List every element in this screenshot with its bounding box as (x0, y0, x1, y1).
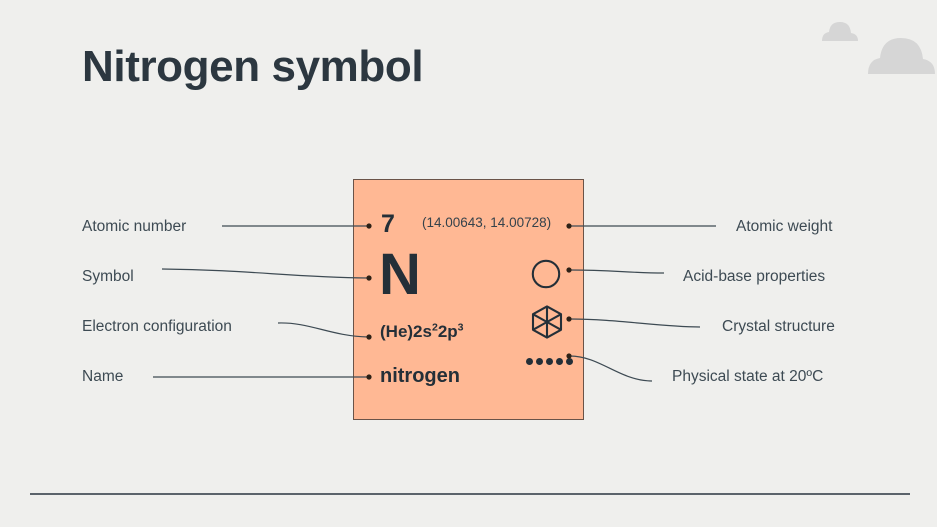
gas-dot (546, 358, 553, 365)
electron-config-base-1: (He)2s (380, 322, 432, 341)
five-dots-gas-icon (526, 352, 573, 370)
label-physical-state: Physical state at 20ºC (672, 368, 824, 385)
hexagon-crystal-icon (531, 305, 563, 339)
label-electron-configuration: Electron configuration (82, 318, 232, 335)
cloud-icon-small (822, 22, 858, 41)
atomic-number-value: 7 (381, 210, 395, 238)
circle-icon (531, 259, 561, 289)
gas-dot (536, 358, 543, 365)
electron-config-base-2: 2p (437, 322, 458, 341)
electron-config-sup-1: 2 (431, 321, 438, 334)
element-symbol-value: N (379, 242, 421, 307)
gas-dot (566, 358, 573, 365)
gas-dot (526, 358, 533, 365)
label-atomic-weight: Atomic weight (736, 218, 833, 235)
electron-config-sup-2: 3 (457, 321, 464, 334)
label-symbol: Symbol (82, 268, 134, 285)
electron-configuration-value: (He)2s22p3 (380, 321, 464, 341)
gas-dot (556, 358, 563, 365)
label-name: Name (82, 368, 124, 385)
cloud-icon-large (868, 38, 935, 74)
page-title: Nitrogen symbol (82, 42, 424, 91)
atomic-weight-value: (14.00643, 14.00728) (422, 215, 552, 230)
label-atomic-number: Atomic number (82, 218, 187, 235)
footer-divider (30, 493, 910, 495)
label-crystal-structure: Crystal structure (722, 318, 835, 335)
element-card: 7 (14.00643, 14.00728) N (He)2s22p3 nitr… (353, 179, 584, 420)
element-name-value: nitrogen (380, 365, 460, 387)
label-acid-base-properties: Acid-base properties (683, 268, 826, 285)
